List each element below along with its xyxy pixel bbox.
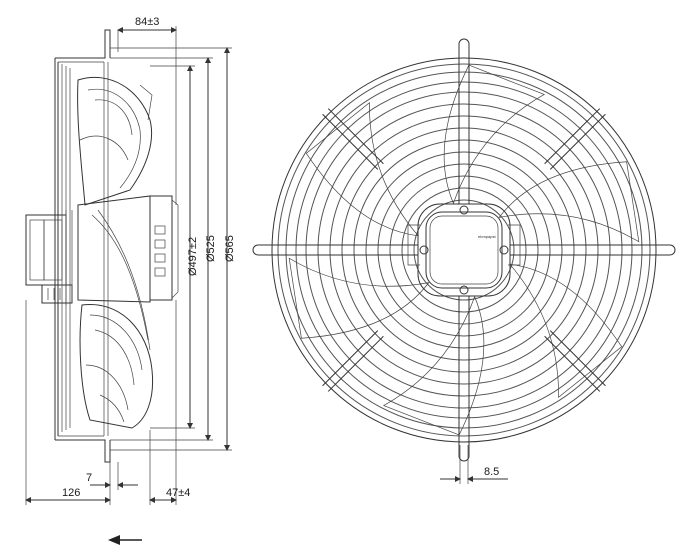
front-blade xyxy=(305,102,419,237)
dim-slot-width: 8.5 xyxy=(440,445,508,484)
dim-top-offset-label: 84±3 xyxy=(135,16,159,28)
guard-ring xyxy=(377,163,551,337)
guard-spoke xyxy=(549,113,606,170)
guard-spoke xyxy=(549,330,606,387)
guard-ring xyxy=(329,115,599,385)
guard-ring xyxy=(401,187,527,313)
dim-slot-width-label: 8.5 xyxy=(484,466,499,478)
guard-spoke xyxy=(544,335,601,392)
side-motor xyxy=(25,210,73,305)
dim-top-offset: 84±3 xyxy=(117,16,177,205)
spoke-end-cap xyxy=(252,244,259,256)
guard-ring xyxy=(271,57,657,443)
motor-label: ebmpapst xyxy=(478,234,496,239)
bolt-bottom xyxy=(459,285,469,295)
guard-ring xyxy=(295,81,633,419)
bolt-left xyxy=(419,245,429,255)
side-hub xyxy=(77,195,179,351)
front-blade xyxy=(509,263,623,398)
front-blades xyxy=(288,64,640,436)
dim-outer-diameter-label: Ø565 xyxy=(224,235,236,262)
dim-bracket-gap-label: 7 xyxy=(86,472,92,484)
guard-spoke xyxy=(327,335,384,392)
guard-spoke xyxy=(544,108,601,165)
guard-rings xyxy=(271,57,657,443)
front-view: ebmpapst 8.5 xyxy=(252,38,676,484)
guard-ring xyxy=(389,175,539,325)
dim-diameters: Ø497±2 Ø525 Ø565 xyxy=(110,47,236,451)
front-blade xyxy=(288,257,430,339)
guard-ring xyxy=(277,63,651,437)
spoke-end-cap xyxy=(458,38,470,45)
front-blade xyxy=(382,295,485,436)
front-blade xyxy=(443,64,546,205)
bolt-top xyxy=(459,205,469,215)
bolt-right xyxy=(499,245,509,255)
guard-spokes xyxy=(252,38,676,462)
front-blade xyxy=(498,161,640,243)
spoke-end-cap xyxy=(458,455,470,462)
side-view: 84±3 Ø497±2 Ø525 Ø565 126 7 47±4 xyxy=(25,16,236,545)
guard-spoke xyxy=(327,108,384,165)
dim-mid-diameter-label: Ø525 xyxy=(205,235,217,262)
dim-bottom: 126 7 47±4 xyxy=(25,300,190,505)
guard-ring xyxy=(317,103,611,397)
guard-ring xyxy=(341,127,587,373)
guard-ring xyxy=(353,139,575,361)
guard-ring xyxy=(285,71,643,429)
side-blade-upper xyxy=(77,76,153,206)
dim-right-depth-label: 47±4 xyxy=(166,487,190,499)
guard-ring xyxy=(413,199,515,301)
side-guard xyxy=(54,29,111,463)
guard-spoke xyxy=(322,113,379,170)
guard-ring xyxy=(305,91,623,409)
motor-plate: ebmpapst xyxy=(407,203,521,297)
side-blade-lower xyxy=(79,303,154,429)
dim-inner-diameter-label: Ø497±2 xyxy=(187,237,199,276)
dim-left-depth-label: 126 xyxy=(62,487,80,499)
arrow-left-icon xyxy=(108,535,142,545)
guard-spoke xyxy=(322,330,379,387)
spoke-end-cap xyxy=(669,244,676,256)
guard-ring xyxy=(365,151,563,349)
